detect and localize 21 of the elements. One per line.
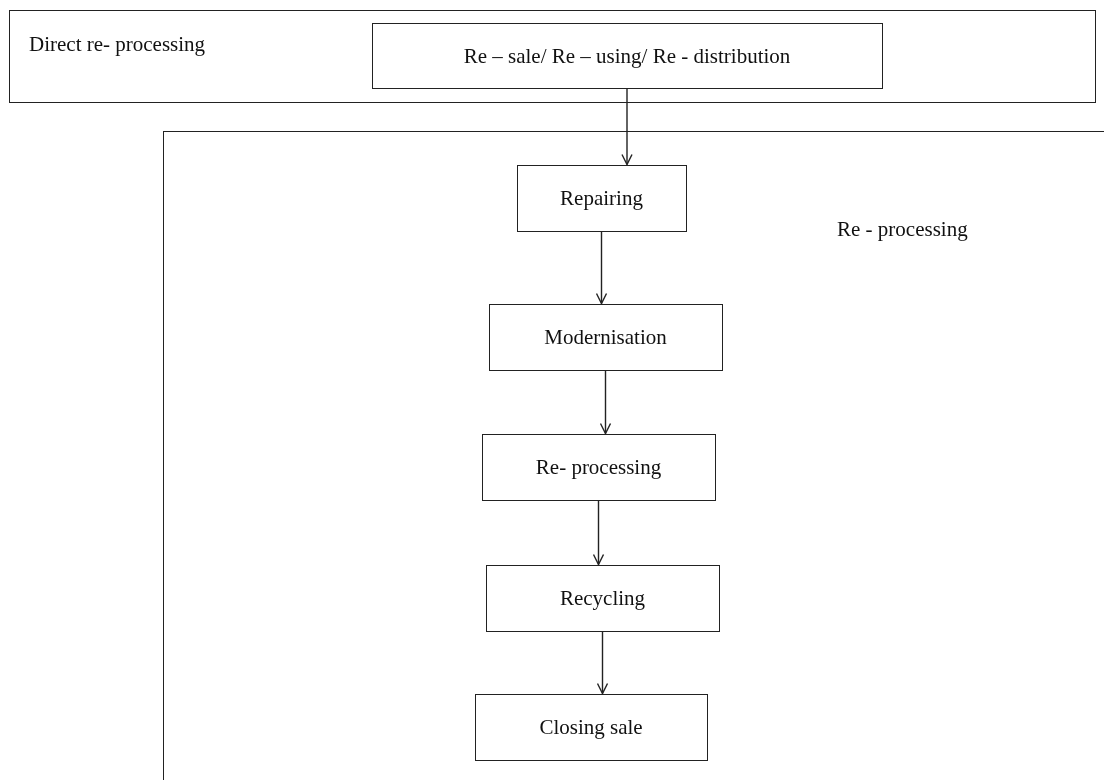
box-label: Repairing: [560, 185, 643, 211]
arrow: [599, 369, 612, 435]
arrow: [596, 630, 609, 695]
arrow: [621, 87, 633, 166]
arrow: [592, 499, 605, 566]
process-box: [481, 433, 716, 501]
process-box: [488, 303, 723, 371]
group-label: Re - processing: [837, 216, 968, 242]
arrow: [595, 230, 608, 305]
group-frame: [163, 131, 1104, 780]
process-box: [516, 164, 687, 232]
process-box: [474, 693, 708, 761]
group-box: [9, 10, 1096, 103]
box-label: Closing sale: [539, 714, 643, 740]
box-label: Recycling: [559, 585, 646, 611]
group-label: Direct re- processing: [29, 31, 206, 57]
box-label: Re- processing: [535, 454, 662, 480]
box-label: Modernisation: [544, 324, 667, 350]
process-box: [371, 22, 883, 89]
process-box: [485, 564, 720, 632]
box-label: Re – sale/ Re – using/ Re - distribution: [463, 43, 791, 68]
